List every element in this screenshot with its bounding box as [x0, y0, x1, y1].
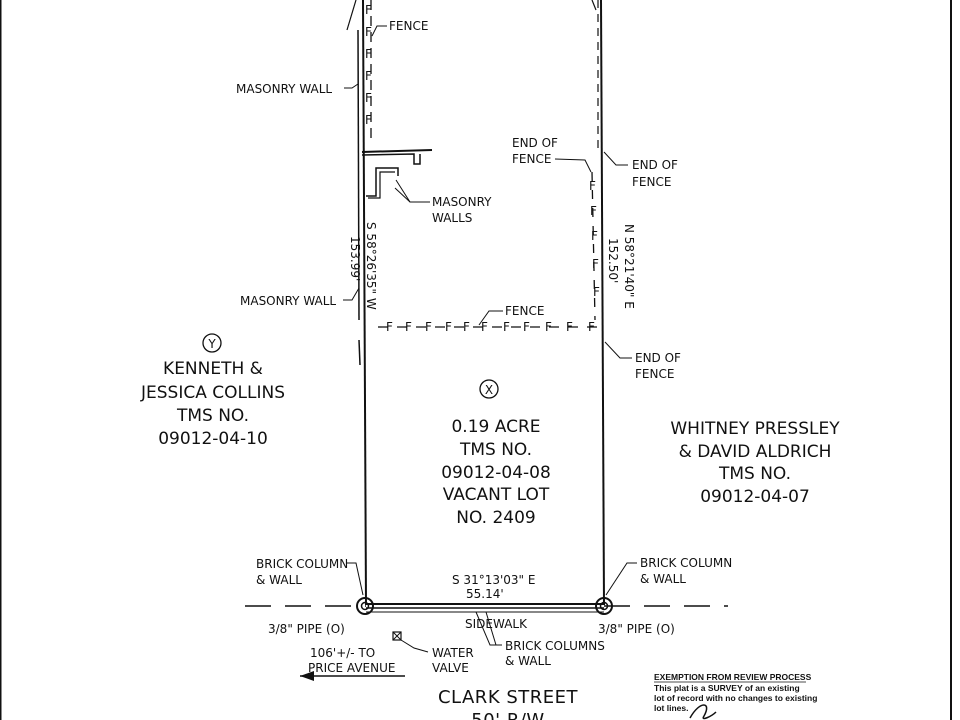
west-boundary-line: [362, 0, 367, 606]
fence-east: F F F F F: [589, 171, 600, 321]
svg-text:NO. 2409: NO. 2409: [456, 508, 535, 528]
parcel-right-owner: WHITNEY PRESSLEY & DAVID ALDRICH TMS NO.…: [670, 419, 840, 507]
fence-mark: F: [523, 320, 530, 334]
fence-mark: F: [405, 320, 412, 334]
masonry-wall-label-top: MASONRY WALL: [236, 82, 332, 96]
end-of-fence-label: FENCE: [632, 175, 671, 189]
pipe-label-left: 3/8" PIPE (O): [268, 622, 345, 636]
fence-mark: F: [386, 320, 393, 334]
parcel-marker-x: X: [479, 379, 499, 399]
fence-mark: F: [545, 320, 552, 334]
fence-mark: F: [503, 320, 510, 334]
svg-text:WHITNEY PRESSLEY: WHITNEY PRESSLEY: [670, 419, 840, 439]
end-of-fence-label: FENCE: [512, 152, 551, 166]
exemption-title: EXEMPTION FROM REVIEW PROCESS: [654, 672, 812, 682]
svg-text:VACANT LOT: VACANT LOT: [443, 485, 550, 505]
marker-x-label: X: [485, 383, 493, 397]
fence-mark: F: [590, 204, 597, 218]
brick-column-label: BRICK COLUMN: [640, 556, 732, 570]
brick-columns-label: & WALL: [505, 654, 551, 668]
svg-text:TMS NO.: TMS NO.: [459, 440, 532, 460]
fence-mark: F: [591, 229, 598, 243]
signature-mark: [689, 704, 717, 720]
parcel-left-owner: KENNETH & JESSICA COLLINS TMS NO. 09012-…: [140, 359, 285, 449]
brick-columns-label: BRICK COLUMNS: [505, 639, 605, 653]
fence-mark: F: [481, 320, 488, 334]
east-bearing: N 58°21'40" E: [622, 224, 636, 309]
masonry-wall-west: [346, 0, 361, 366]
exemption-note: EXEMPTION FROM REVIEW PROCESS This plat …: [654, 672, 817, 720]
fence-label-mid: FENCE: [505, 304, 544, 318]
distance-label: 106'+/- TO: [310, 646, 375, 660]
fence-mark: F: [365, 47, 372, 61]
fence-mark: F: [588, 320, 595, 334]
fence-mark: F: [425, 320, 432, 334]
property-boundary: [362, 0, 605, 609]
end-of-fence-label: END OF: [512, 136, 558, 150]
masonry-walls-label: WALLS: [432, 211, 472, 225]
fence-mark: F: [589, 179, 596, 193]
water-valve-label: VALVE: [432, 661, 469, 675]
south-bearing: S 31°13'03" E: [452, 573, 535, 587]
fence-mark: F: [365, 69, 372, 83]
brick-column-label: & WALL: [640, 572, 686, 586]
west-distance: 153.99': [348, 236, 362, 281]
south-distance: 55.14': [466, 587, 504, 601]
svg-text:09012-04-07: 09012-04-07: [700, 487, 810, 507]
leader-lines: [343, 25, 637, 646]
sidewalk-label: SIDEWALK: [465, 617, 528, 631]
svg-text:TMS NO.: TMS NO.: [718, 464, 791, 484]
fence-top: F F F F F F: [365, 0, 372, 140]
fence-mark: F: [445, 320, 452, 334]
fence-mark: F: [365, 3, 372, 17]
fence-mark: F: [365, 91, 372, 105]
fence-mark: F: [365, 25, 372, 39]
marker-y-label: Y: [207, 337, 216, 351]
fence-mark: F: [592, 257, 599, 271]
masonry-walls-structure: [361, 149, 433, 199]
street-name: CLARK STREET: [438, 687, 579, 708]
exemption-line: lot lines.: [654, 703, 688, 713]
water-valve-symbol: [392, 631, 429, 653]
iron-pipe-right: [595, 597, 613, 615]
price-avenue-arrow: [300, 671, 405, 681]
end-of-fence-label: END OF: [632, 158, 678, 172]
exemption-line: lot of record with no changes to existin…: [654, 693, 817, 703]
fence-mark: F: [365, 113, 372, 127]
svg-text:KENNETH &: KENNETH &: [163, 359, 263, 379]
brick-column-label: & WALL: [256, 573, 302, 587]
street-right-of-way: 50' R/W: [471, 710, 544, 720]
svg-text:TMS NO.: TMS NO.: [176, 406, 249, 426]
west-bearing: S 58°26'35" W: [364, 222, 378, 310]
fence-middle: F F F F F F F F F F F: [378, 320, 600, 334]
east-distance: 152.50': [606, 238, 620, 283]
parcel-center-info: 0.19 ACRE TMS NO. 09012-04-08 VACANT LOT…: [441, 417, 551, 528]
masonry-walls-label: MASONRY: [432, 195, 492, 209]
fence-mark: F: [593, 285, 600, 299]
water-valve-label: WATER: [432, 646, 474, 660]
svg-text:09012-04-10: 09012-04-10: [158, 429, 268, 449]
price-avenue-label: PRICE AVENUE: [308, 661, 395, 675]
end-of-fence-label: FENCE: [635, 367, 674, 381]
east-boundary-line: [600, 0, 605, 606]
brick-column-label: BRICK COLUMN: [256, 557, 348, 571]
svg-text:09012-04-08: 09012-04-08: [441, 463, 551, 483]
end-of-fence-label: END OF: [635, 351, 681, 365]
fence-mark: F: [566, 320, 573, 334]
iron-pipe-left: [356, 597, 374, 615]
svg-text:& DAVID ALDRICH: & DAVID ALDRICH: [679, 442, 832, 462]
svg-text:JESSICA COLLINS: JESSICA COLLINS: [140, 383, 285, 403]
wall-angle-top: [346, 0, 357, 31]
svg-text:0.19 ACRE: 0.19 ACRE: [451, 417, 540, 437]
fence-label-top: FENCE: [389, 19, 428, 33]
parcel-marker-y: Y: [202, 333, 222, 353]
fence-mark: F: [463, 320, 470, 334]
exemption-line: This plat is a SURVEY of an existing: [654, 683, 800, 693]
masonry-wall-label-mid: MASONRY WALL: [240, 294, 336, 308]
pipe-label-right: 3/8" PIPE (O): [598, 622, 675, 636]
